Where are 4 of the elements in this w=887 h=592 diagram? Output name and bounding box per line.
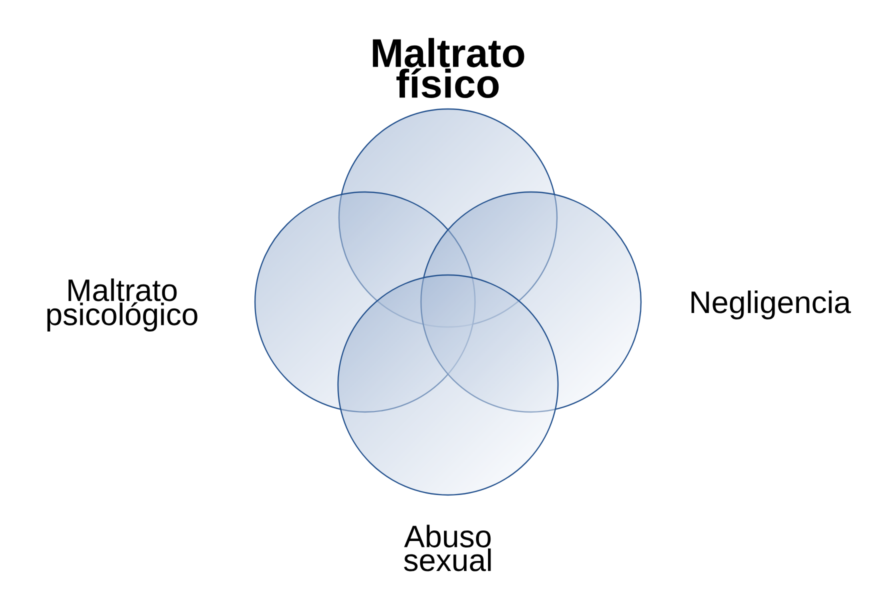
circle-label: Maltrato físico [372,38,524,98]
circle-label: Abuso sexual [404,524,491,572]
circle-label: Maltrato psicológico [47,278,198,332]
circle-label: Negligencia [692,290,851,320]
